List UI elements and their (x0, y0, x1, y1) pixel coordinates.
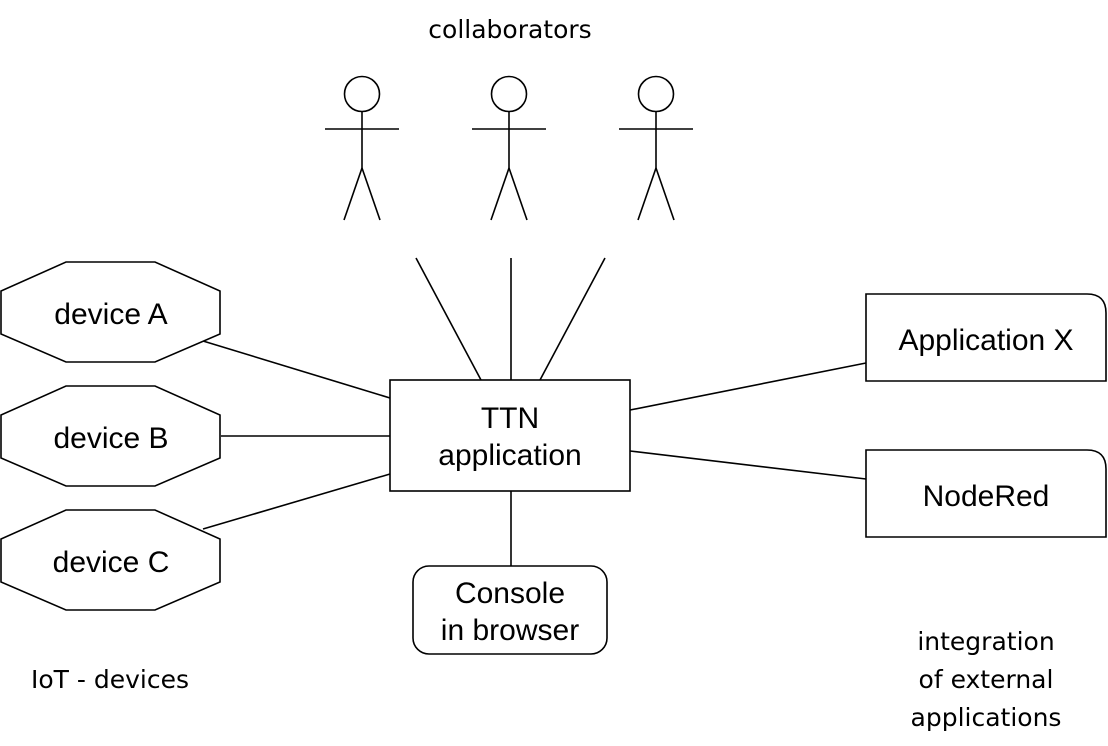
device-b-node: device B (0, 385, 221, 487)
connector-device-a (202, 340, 391, 399)
ttn-application-label-line1: TTN (481, 402, 539, 435)
collaborator-figure-1 (325, 75, 399, 221)
connectors (202, 257, 867, 566)
iot-devices-caption: IoT - devices (31, 665, 189, 694)
device-a-node: device A (0, 261, 221, 363)
nodered-node: NodeRed (865, 449, 1107, 538)
console-label-line2: in browser (441, 614, 579, 647)
connector-nodered (629, 450, 867, 480)
device-b-label: device B (53, 422, 168, 455)
ttn-application-node: TTN application (389, 379, 631, 492)
application-x-label: Application X (898, 324, 1073, 357)
collaborator-figure-3 (619, 75, 693, 221)
collaborator-head (343, 75, 381, 113)
application-x-node: Application X (865, 293, 1107, 382)
connector-collaborator-1 (415, 257, 482, 381)
collaborator-head (637, 75, 675, 113)
connector-device-c (202, 473, 391, 530)
integration-caption-line3: applications (911, 703, 1062, 732)
collaborator-figure-2 (472, 75, 546, 221)
collaborators-caption: collaborators (428, 15, 591, 44)
console-node: Console in browser (412, 565, 608, 655)
device-c-label: device C (53, 546, 170, 579)
console-label-line1: Console (455, 577, 565, 610)
connector-collaborator-3 (539, 257, 606, 381)
ttn-application-label-line2: application (438, 439, 581, 472)
device-a-label: device A (54, 298, 167, 331)
integration-caption-line1: integration (917, 627, 1054, 656)
integration-caption-line2: of external (919, 665, 1054, 694)
collaborator-head (490, 75, 528, 113)
connector-application-x (629, 362, 867, 411)
device-c-node: device C (0, 509, 221, 611)
nodered-label: NodeRed (923, 480, 1050, 513)
